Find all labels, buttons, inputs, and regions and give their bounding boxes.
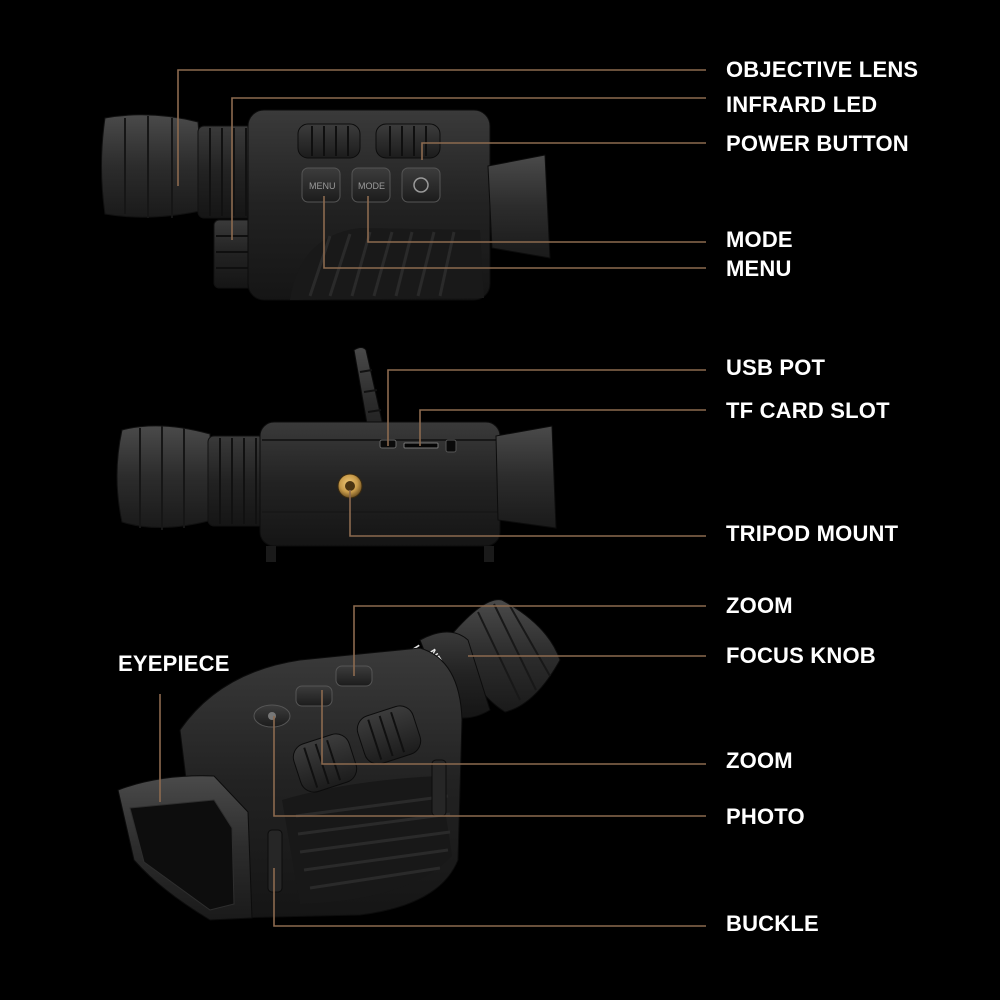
label-usb-port: USB POT	[726, 355, 826, 380]
menu-button-text: MENU	[309, 181, 336, 191]
lens-barrel	[197, 125, 254, 219]
label-zoom-bottom: ZOOM	[726, 748, 793, 773]
leader-photo	[273, 716, 706, 817]
mode-button	[351, 167, 391, 203]
mode-button-text: MODE	[358, 181, 385, 191]
eyepiece-side	[495, 425, 557, 529]
power-icon	[413, 177, 429, 193]
leader-infrared-led	[231, 97, 706, 240]
label-mode: MODE	[726, 227, 793, 252]
buckle	[267, 829, 283, 893]
device-top-view: MENU MODE	[101, 109, 551, 301]
zoom-rocker-right	[375, 123, 441, 159]
device-angled-view: NEAR K	[117, 599, 561, 921]
leader-lines	[159, 69, 706, 927]
power-button	[401, 167, 441, 203]
mode-button-angled	[295, 685, 333, 707]
leader-menu	[323, 196, 706, 269]
label-tripod-mount: TRIPOD MOUNT	[726, 521, 899, 546]
label-eyepiece: EYEPIECE	[118, 651, 230, 676]
label-tf-card-slot: TF CARD SLOT	[726, 398, 890, 423]
leader-usb-port	[387, 369, 706, 446]
leader-mode	[367, 196, 706, 243]
leader-zoom-top	[353, 605, 706, 676]
zoom-rocker-left	[297, 123, 361, 159]
label-buckle: BUCKLE	[726, 911, 819, 936]
leader-buckle	[273, 868, 706, 927]
leader-power-button	[421, 142, 706, 160]
tf-card-slot	[403, 442, 439, 449]
label-menu: MENU	[726, 256, 792, 281]
label-power-button: POWER BUTTON	[726, 131, 909, 156]
label-zoom-top: ZOOM	[726, 593, 793, 618]
leader-tf-card	[419, 409, 706, 446]
zoom-rocker-b	[356, 705, 422, 765]
leader-objective-lens	[177, 69, 706, 186]
objective-lens-cup	[101, 114, 206, 218]
label-infrared-led: INFRARD LED	[726, 92, 878, 117]
objective-lens-cup-side	[116, 425, 213, 528]
leader-zoom-bottom	[321, 690, 706, 765]
menu-button	[301, 167, 341, 203]
zoom-rocker-a	[292, 733, 358, 793]
label-focus-knob: FOCUS KNOB	[726, 643, 876, 668]
label-photo: PHOTO	[726, 804, 805, 829]
leader-tripod-mount	[349, 490, 706, 537]
eyepiece-top	[487, 154, 551, 259]
label-objective-lens: OBJECTIVE LENS	[726, 57, 919, 82]
device-side-view	[116, 347, 557, 562]
